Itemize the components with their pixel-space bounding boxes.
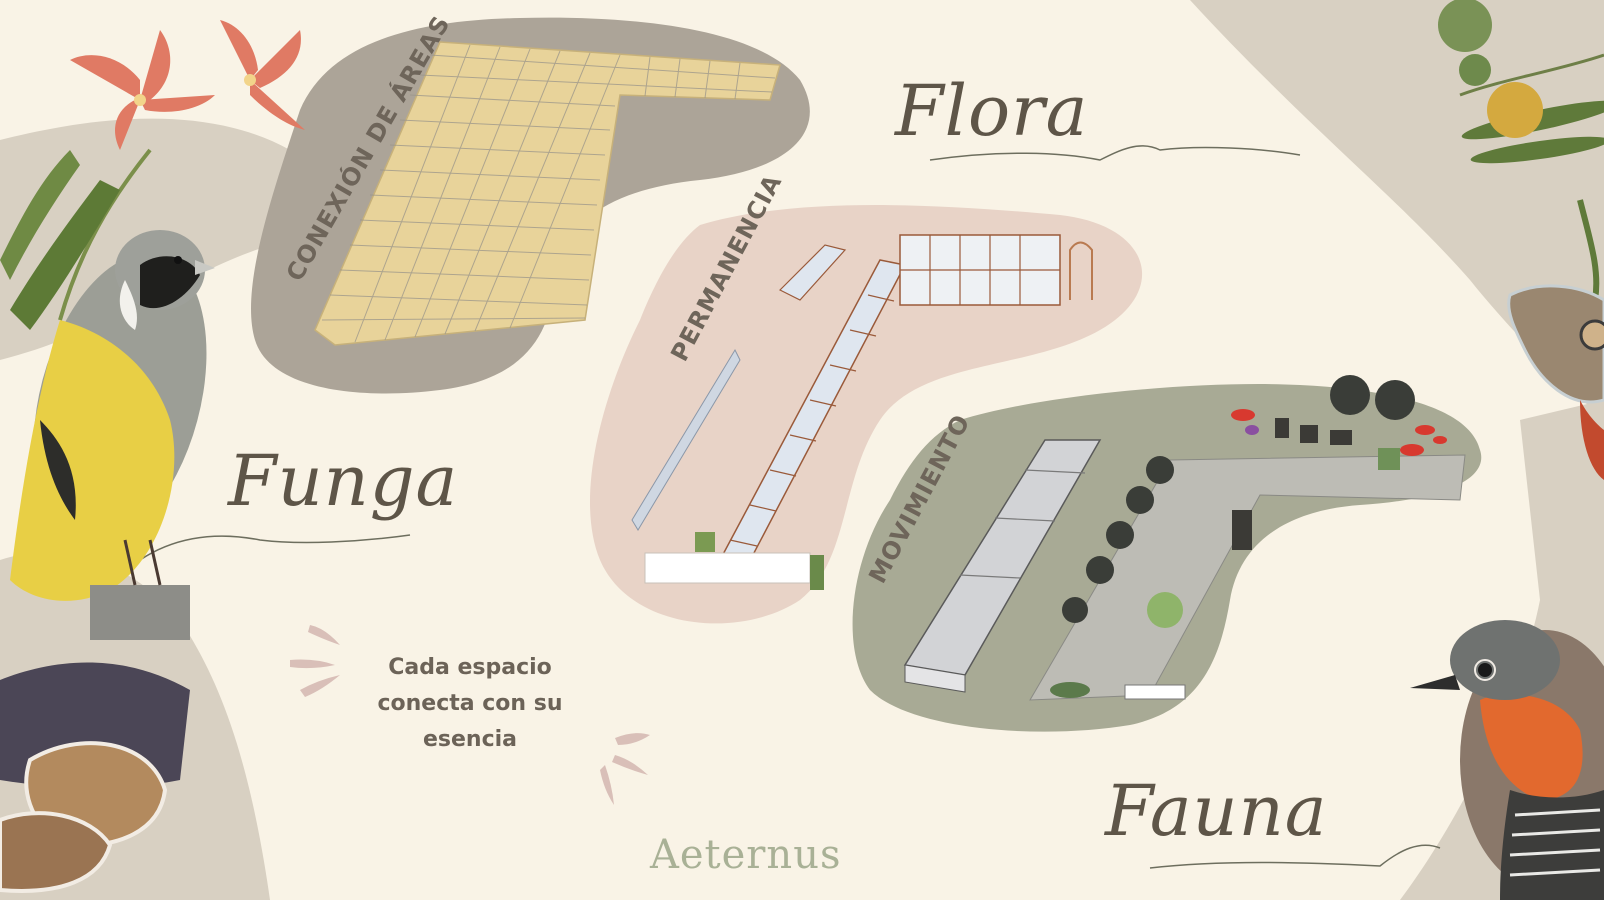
swirl-funga	[139, 534, 411, 561]
conexion-grid-plan	[314, 41, 781, 346]
bracket-fungus-illustration	[0, 662, 190, 893]
heading-fauna: Fauna	[1105, 770, 1328, 852]
movimiento-plan	[903, 375, 1466, 701]
zone-permanencia-blob	[589, 205, 1143, 624]
accent-burst-left	[290, 625, 340, 697]
permanencia-pergola-plan	[631, 234, 1093, 590]
tagline: Cada espacio conecta con su esencia	[350, 650, 590, 758]
accent-burst-right	[600, 733, 650, 805]
lily-flower-illustration	[0, 20, 305, 330]
chucao-bird-illustration	[1410, 620, 1604, 900]
tagline-line-2: conecta con su	[377, 691, 563, 716]
moth-illustration	[1507, 284, 1604, 480]
swirl-fauna	[1149, 844, 1441, 869]
brand-logo: Aeternus	[650, 832, 842, 878]
yellow-finch-illustration	[10, 230, 215, 640]
tagline-line-1: Cada espacio	[388, 655, 552, 680]
olive-branch-illustration	[1438, 0, 1604, 301]
tagline-line-3: esencia	[422, 727, 518, 752]
heading-flora: Flora	[895, 70, 1089, 152]
swirl-flora	[929, 145, 1301, 161]
heading-funga: Funga	[228, 440, 459, 522]
